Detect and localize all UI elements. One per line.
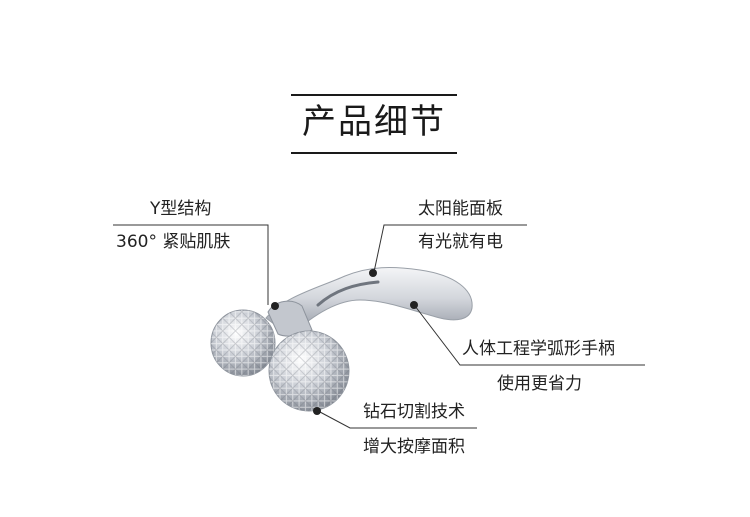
handle-body <box>265 267 473 337</box>
solar-desc: 有光就有电 <box>418 232 503 252</box>
page-title: 产品细节 <box>302 102 446 142</box>
diamond-title: 钻石切割技术 <box>363 402 465 422</box>
solar-title: 太阳能面板 <box>418 199 503 219</box>
handle-title: 人体工程学弧形手柄 <box>462 339 615 359</box>
dot-solar <box>369 269 377 277</box>
dot-y-structure <box>271 302 279 310</box>
y-structure-title: Y型结构 <box>150 199 212 219</box>
diamond-desc: 增大按摩面积 <box>363 437 465 457</box>
leader-handle <box>414 305 645 366</box>
dot-diamond <box>313 407 321 415</box>
dot-handle <box>410 301 418 309</box>
leader-solar <box>373 224 527 273</box>
title-top-rule <box>291 94 457 96</box>
leader-diamond <box>319 411 477 429</box>
leader-y-structure <box>113 224 269 305</box>
y-structure-desc: 360° 紧贴肌肤 <box>116 232 231 252</box>
handle-desc: 使用更省力 <box>497 374 582 394</box>
title-bottom-rule <box>291 152 457 154</box>
solar-panel-strip <box>316 280 380 307</box>
